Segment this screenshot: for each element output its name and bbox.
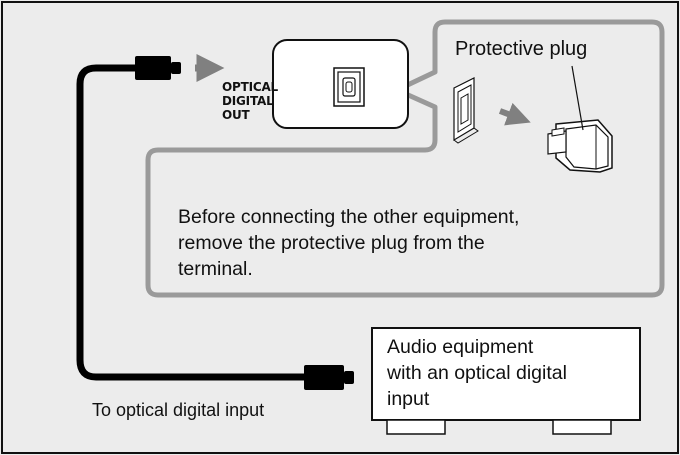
optical-cable [76, 64, 312, 381]
optical-port-icon [333, 67, 365, 107]
instruction-line: Before connecting the other equipment, [178, 206, 520, 228]
equipment-label-line: with an optical digital [387, 362, 567, 384]
port-label-line: OPTICAL [222, 80, 278, 94]
terminal-port-icon [453, 77, 479, 144]
callout-bubble [145, 19, 665, 298]
equipment-foot-left [386, 419, 446, 435]
port-label-line: DIGITAL [222, 94, 274, 108]
equipment-label-line: input [387, 388, 430, 410]
remove-arrow [498, 102, 531, 126]
equipment-label: Audio equipment with an optical digital … [387, 334, 567, 412]
cable-plug-bottom-icon [304, 365, 354, 390]
cable-plug-top-icon [135, 56, 181, 80]
instruction-text: Before connecting the other equipment, r… [178, 204, 519, 282]
equipment-foot-right [552, 419, 612, 435]
plug-leader-line [571, 65, 584, 131]
instruction-line: remove the protective plug from the [178, 232, 485, 254]
audio-equipment-box [371, 327, 641, 421]
cable-caption: To optical digital input [92, 400, 265, 420]
instruction-line: terminal. [178, 258, 253, 280]
protective-plug-label: Protective plug [455, 38, 588, 60]
protective-plug-icon [547, 119, 613, 173]
port-label: OPTICAL DIGITAL OUT [222, 80, 278, 122]
port-label-line: OUT [222, 108, 250, 122]
equipment-label-line: Audio equipment [387, 336, 534, 358]
